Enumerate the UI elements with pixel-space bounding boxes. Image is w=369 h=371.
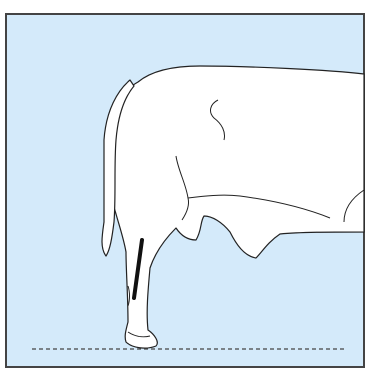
diagram-frame xyxy=(0,0,369,371)
cow-hindquarter-diagram xyxy=(0,0,369,371)
